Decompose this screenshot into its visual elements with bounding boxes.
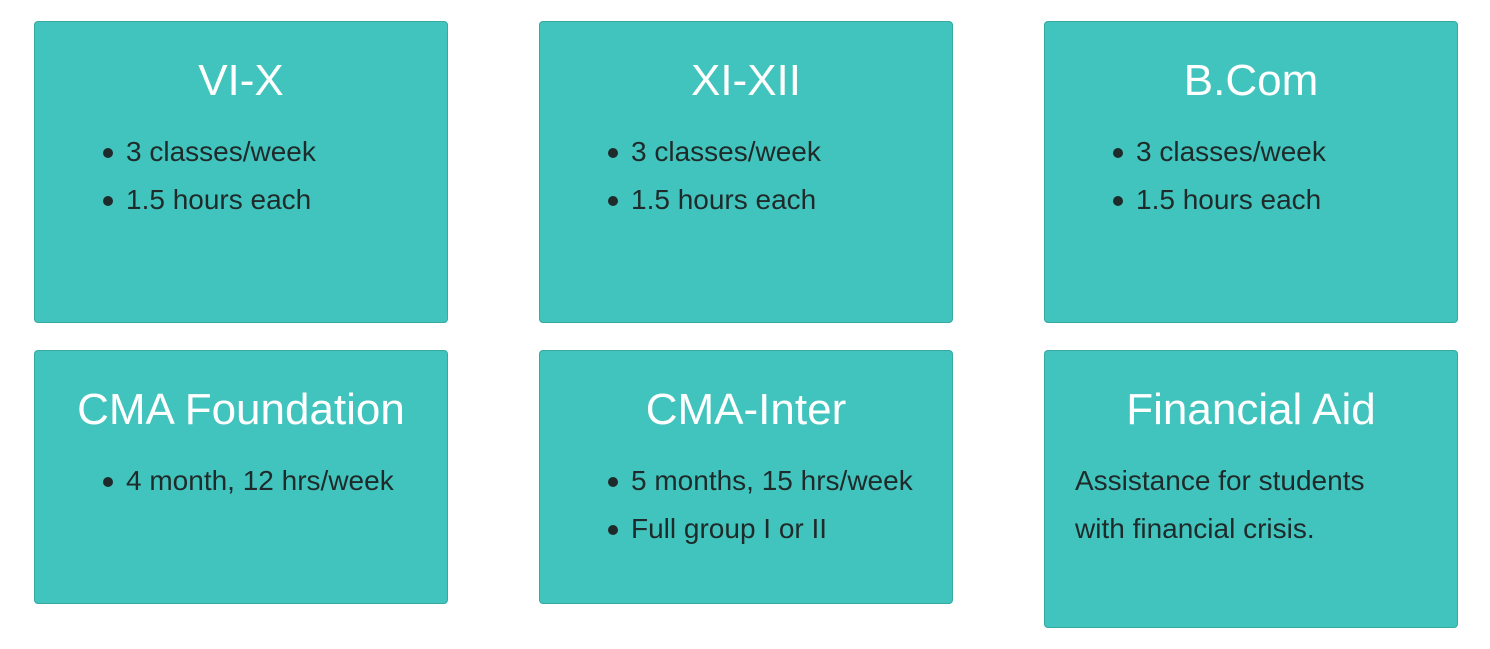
course-card-bcom: B.Com 3 classes/week 1.5 hours each [1044, 21, 1458, 323]
list-item: 1.5 hours each [1111, 176, 1326, 224]
card-feature-list: 3 classes/week 1.5 hours each [1111, 128, 1326, 224]
card-feature-list: 4 month, 12 hrs/week [101, 457, 394, 505]
list-item: 3 classes/week [606, 128, 821, 176]
card-title: B.Com [1183, 56, 1319, 105]
list-item: 4 month, 12 hrs/week [101, 457, 394, 505]
description-line: Assistance for students [1075, 465, 1365, 496]
list-item: 1.5 hours each [101, 176, 316, 224]
card-feature-list: 5 months, 15 hrs/week Full group I or II [606, 457, 913, 553]
card-title: VI-X [198, 56, 284, 105]
card-description: Assistance for students with financial c… [1075, 457, 1427, 553]
course-card-cma-foundation: CMA Foundation 4 month, 12 hrs/week [34, 350, 448, 604]
list-item: 3 classes/week [1111, 128, 1326, 176]
card-feature-list: 3 classes/week 1.5 hours each [101, 128, 316, 224]
list-item: 5 months, 15 hrs/week [606, 457, 913, 505]
course-card-xi-xii: XI-XII 3 classes/week 1.5 hours each [539, 21, 953, 323]
description-line: with financial crisis. [1075, 513, 1315, 544]
course-card-cma-inter: CMA-Inter 5 months, 15 hrs/week Full gro… [539, 350, 953, 604]
card-title: CMA-Inter [645, 385, 847, 434]
list-item: 3 classes/week [101, 128, 316, 176]
card-feature-list: 3 classes/week 1.5 hours each [606, 128, 821, 224]
card-title: Financial Aid [1126, 385, 1376, 434]
list-item: 1.5 hours each [606, 176, 821, 224]
list-item: Full group I or II [606, 505, 913, 553]
card-title: CMA Foundation [77, 385, 405, 434]
financial-aid-card: Financial Aid Assistance for students wi… [1044, 350, 1458, 628]
card-title: XI-XII [690, 56, 802, 105]
course-card-vi-x: VI-X 3 classes/week 1.5 hours each [34, 21, 448, 323]
